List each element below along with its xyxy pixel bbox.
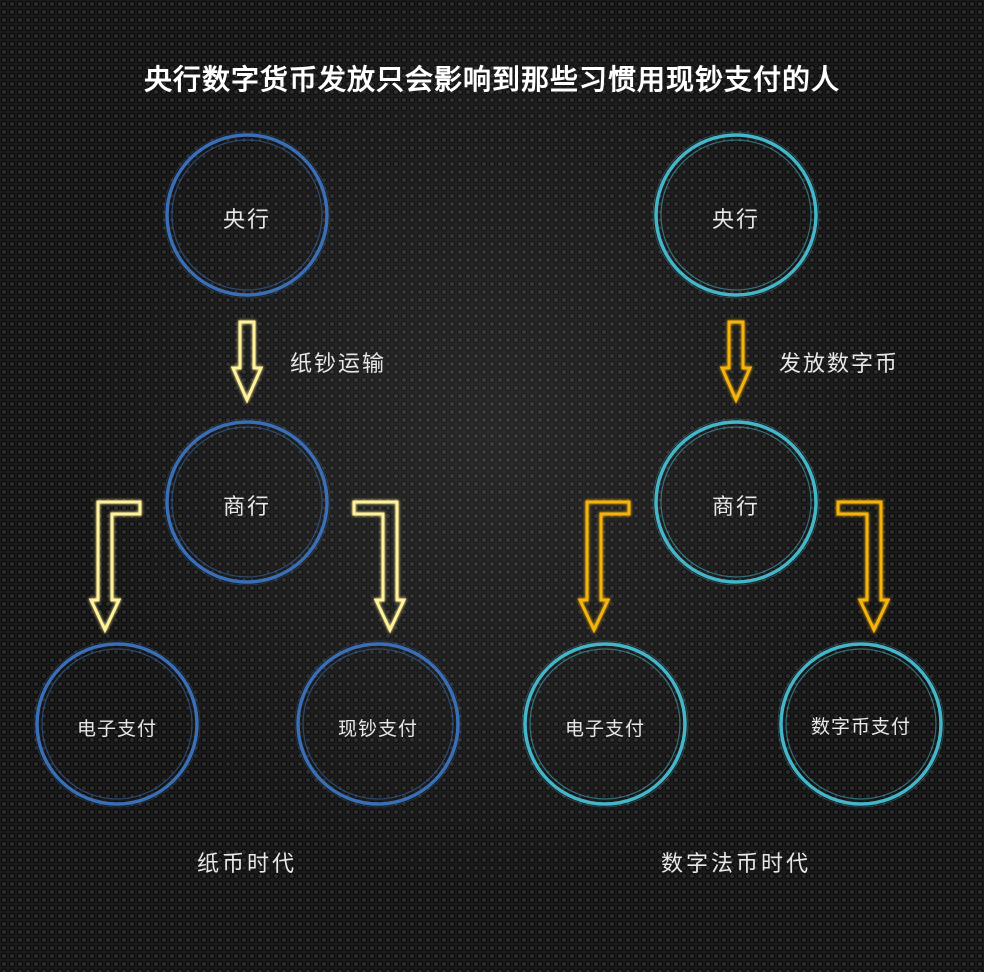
ring-stroke bbox=[785, 648, 937, 800]
ring-stroke bbox=[529, 648, 681, 800]
left-central-bank-label: 央行 bbox=[222, 208, 272, 233]
ring-stroke bbox=[171, 139, 323, 291]
ring-stroke bbox=[296, 642, 460, 806]
right-down-arrow bbox=[719, 320, 753, 404]
right-central-bank-label: 央行 bbox=[711, 208, 761, 233]
right-commercial-bank-circle bbox=[652, 418, 820, 586]
left-commercial-bank-circle bbox=[163, 418, 331, 586]
left-transport-label: 纸钞运输 bbox=[290, 352, 387, 377]
left-commercial-bank-label: 商行 bbox=[222, 495, 272, 520]
ring-stroke bbox=[165, 133, 329, 297]
ring-stroke bbox=[163, 131, 331, 299]
left-cash-payment-circle bbox=[294, 640, 462, 808]
right-commercial-bank-label: 商行 bbox=[711, 495, 761, 520]
ring-stroke bbox=[523, 642, 687, 806]
ring-stroke bbox=[521, 640, 689, 808]
left-electronic-payment-label: 电子支付 bbox=[76, 718, 158, 740]
ring-stroke bbox=[779, 642, 943, 806]
ring-stroke bbox=[165, 420, 329, 584]
ring-stroke bbox=[652, 131, 820, 299]
right-issue-label: 发放数字币 bbox=[779, 352, 900, 377]
left-branch-arrow-right bbox=[352, 500, 407, 634]
ring-stroke bbox=[654, 133, 818, 297]
left-down-arrow bbox=[230, 320, 264, 404]
ring-stroke bbox=[660, 426, 812, 578]
right-digital-payment-label: 数字币支付 bbox=[810, 716, 912, 738]
page-title: 央行数字货币发放只会影响到那些习惯用现钞支付的人 bbox=[143, 63, 840, 96]
right-branch-arrow-right bbox=[836, 500, 891, 634]
right-digital-payment-circle bbox=[777, 640, 945, 808]
ring-stroke bbox=[33, 640, 201, 808]
left-central-bank-circle bbox=[163, 131, 331, 299]
right-electronic-payment-circle bbox=[521, 640, 689, 808]
right-central-bank-circle bbox=[652, 131, 820, 299]
left-circles bbox=[33, 131, 462, 808]
right-branch-arrow-left bbox=[577, 500, 631, 634]
ring-stroke bbox=[652, 418, 820, 586]
ring-stroke bbox=[41, 648, 193, 800]
left-cash-payment-label: 现钞支付 bbox=[337, 718, 419, 740]
ring-stroke bbox=[654, 420, 818, 584]
ring-stroke bbox=[777, 640, 945, 808]
left-branch-arrow-left bbox=[88, 500, 142, 634]
right-electronic-payment-label: 电子支付 bbox=[564, 718, 646, 740]
ring-stroke bbox=[163, 418, 331, 586]
left-electronic-payment-circle bbox=[33, 640, 201, 808]
ring-stroke bbox=[660, 139, 812, 291]
right-circles bbox=[521, 131, 945, 808]
ring-stroke bbox=[171, 426, 323, 578]
right-era-label: 数字法币时代 bbox=[660, 852, 812, 877]
ring-stroke bbox=[302, 648, 454, 800]
ring-stroke bbox=[294, 640, 462, 808]
left-era-label: 纸币时代 bbox=[196, 852, 298, 877]
ring-stroke bbox=[35, 642, 199, 806]
